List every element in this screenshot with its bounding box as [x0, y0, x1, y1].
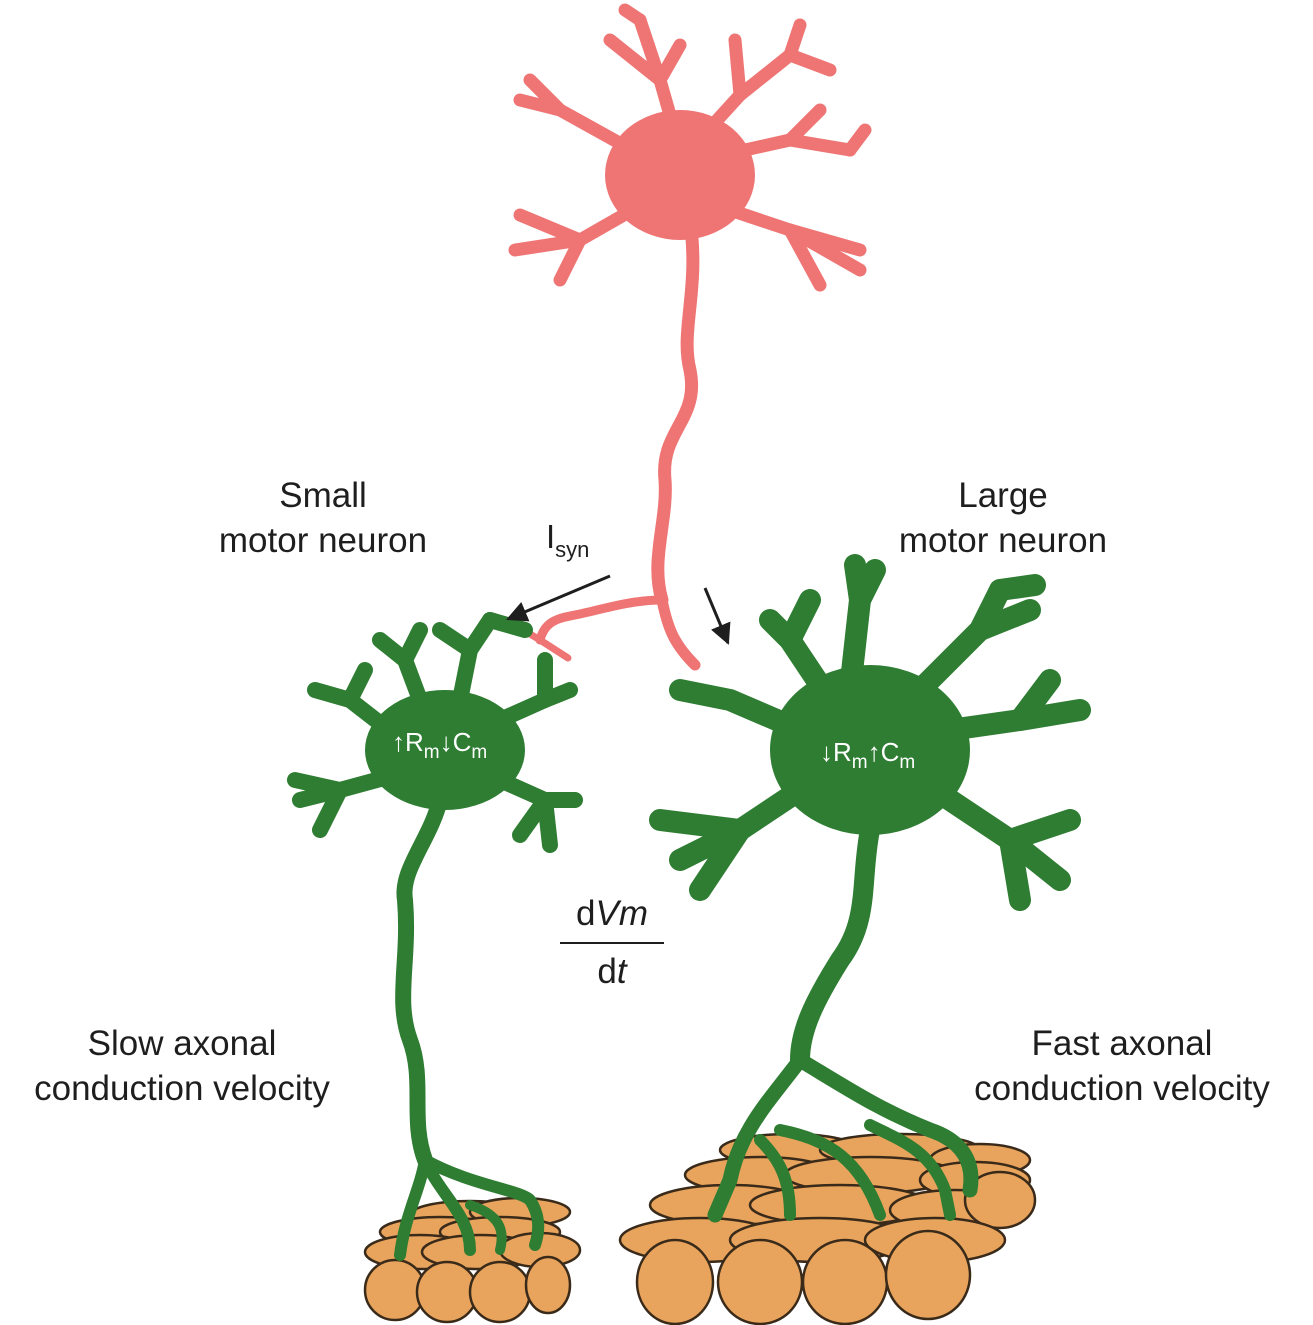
isyn-sub: syn: [555, 537, 589, 562]
upper-neuron-soma: [605, 110, 755, 240]
small-title-line2: motor neuron: [200, 518, 446, 563]
large-title-line1: Large: [880, 473, 1126, 518]
dvm-dt-fraction: dVm dt: [560, 892, 664, 994]
fast-conduction-label: Fast axonal conduction velocity: [946, 1021, 1298, 1111]
small-title-line1: Small: [200, 473, 446, 518]
slow-conduction-label: Slow axonal conduction velocity: [6, 1021, 358, 1111]
small-rm-up-arrow-icon: ↑: [392, 727, 405, 757]
isyn-label: Isyn: [546, 518, 589, 563]
fraction-denominator: dt: [560, 950, 664, 994]
upper-motor-neuron: [515, 10, 865, 665]
large-rm-down-arrow-icon: ↓: [820, 737, 833, 767]
slow-line1: Slow axonal: [6, 1021, 358, 1066]
large-motor-neuron-label: Large motor neuron: [880, 473, 1126, 563]
large-motor-neuron: [660, 565, 1080, 1215]
fast-line1: Fast axonal: [946, 1021, 1298, 1066]
slow-line2: conduction velocity: [6, 1066, 358, 1111]
fast-line2: conduction velocity: [946, 1066, 1298, 1111]
fraction-numerator: dVm: [560, 892, 664, 936]
small-neuron-rm-cm: ↑Rm↓Cm: [392, 727, 487, 768]
fraction-bar: [560, 942, 664, 944]
large-title-line2: motor neuron: [880, 518, 1126, 563]
isyn-arrow-right: [705, 588, 728, 643]
isyn-main: I: [546, 518, 555, 555]
large-cm-up-arrow-icon: ↑: [868, 737, 881, 767]
small-motor-neuron-label: Small motor neuron: [200, 473, 446, 563]
small-cm-down-arrow-icon: ↓: [440, 727, 453, 757]
large-neuron-rm-cm: ↓Rm↑Cm: [820, 737, 915, 778]
